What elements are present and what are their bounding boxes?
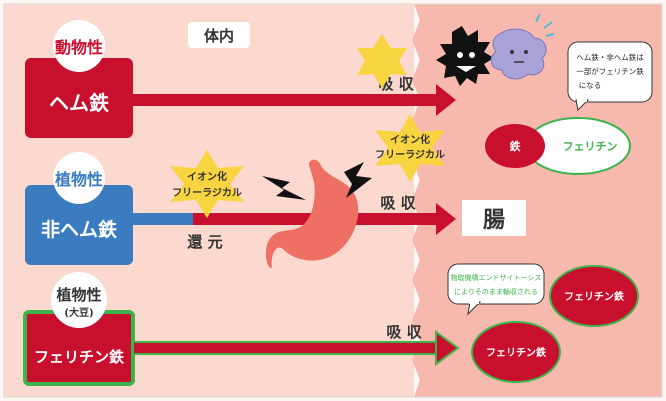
ferritin-iron-label-right: フェリチン鉄	[564, 290, 624, 303]
soy-source-label: 植物性	[56, 286, 101, 304]
intestine-box	[462, 200, 526, 236]
ion-left-line2: フリーラジカル	[172, 187, 242, 199]
iron-ellipse	[485, 124, 545, 168]
ferritin-arrow-shaft	[132, 341, 439, 355]
bubble-top-line3: になる	[579, 81, 602, 90]
soy-source-circle	[51, 272, 107, 328]
nonheme-iron-box	[25, 185, 133, 265]
heme-source-circle	[53, 20, 105, 72]
ion-left-line1: イオン化	[187, 170, 227, 183]
bubble-bottom	[447, 263, 545, 316]
bubble-bottom-line2: によりそのまま輸収される	[454, 287, 538, 296]
bubble-bottom-line1: 物取機構エンドサイトーシス	[451, 273, 542, 282]
heme-arrow-shaft	[133, 94, 438, 106]
soy-sub-label: (大豆)	[64, 306, 93, 319]
lightning-left-icon	[262, 176, 306, 200]
ferritin-iron-ellipse-bottom	[471, 321, 561, 383]
ferritin-absorb-label: 吸 収	[386, 323, 422, 341]
heme-iron-box	[25, 58, 133, 138]
body-label-box	[188, 22, 250, 48]
nonheme-arrow-head	[436, 203, 456, 235]
star-top	[357, 34, 407, 88]
nonheme-absorb-label: 吸 収	[380, 194, 416, 212]
nonheme-source-circle	[53, 152, 105, 204]
ion-right-line1: イオン化	[390, 133, 430, 146]
bubble-top-line2: 一部がフェリチン鉄	[576, 66, 644, 76]
bubble-top	[567, 41, 653, 112]
ion-star-right	[375, 114, 445, 182]
ferritin-iron-label-bottom: フェリチン鉄	[486, 346, 546, 359]
bubble-top-line1: ヘム鉄・非ヘム鉄は	[576, 52, 644, 62]
heme-source-label: 動物性	[55, 38, 103, 57]
iron-label: 鉄	[510, 139, 522, 153]
reduce-label: 還 元	[187, 233, 222, 251]
ion-right-line2: フリーラジカル	[375, 149, 445, 161]
heme-iron-label: ヘム鉄	[49, 91, 109, 115]
ion-star-left	[170, 150, 244, 218]
nonheme-arrow-blue	[133, 213, 193, 225]
ferritin-iron-ellipse-right	[549, 265, 639, 327]
heme-arrow-head	[436, 84, 456, 116]
body-label: 体内	[204, 27, 234, 45]
lightning-right-icon	[344, 162, 372, 198]
stomach-icon	[265, 159, 359, 268]
ferritin-iron-row-label: フェリチン鉄	[34, 348, 124, 366]
purple-germ-icon	[490, 13, 555, 80]
black-germ-icon	[436, 26, 494, 86]
intestine-label: 腸	[483, 208, 505, 233]
ferritin-arrow-head	[435, 330, 460, 366]
ferritin-label: フェリチン	[563, 140, 618, 153]
nonheme-iron-label: 非ヘム鉄	[41, 218, 117, 241]
nonheme-source-label: 植物性	[54, 170, 103, 189]
